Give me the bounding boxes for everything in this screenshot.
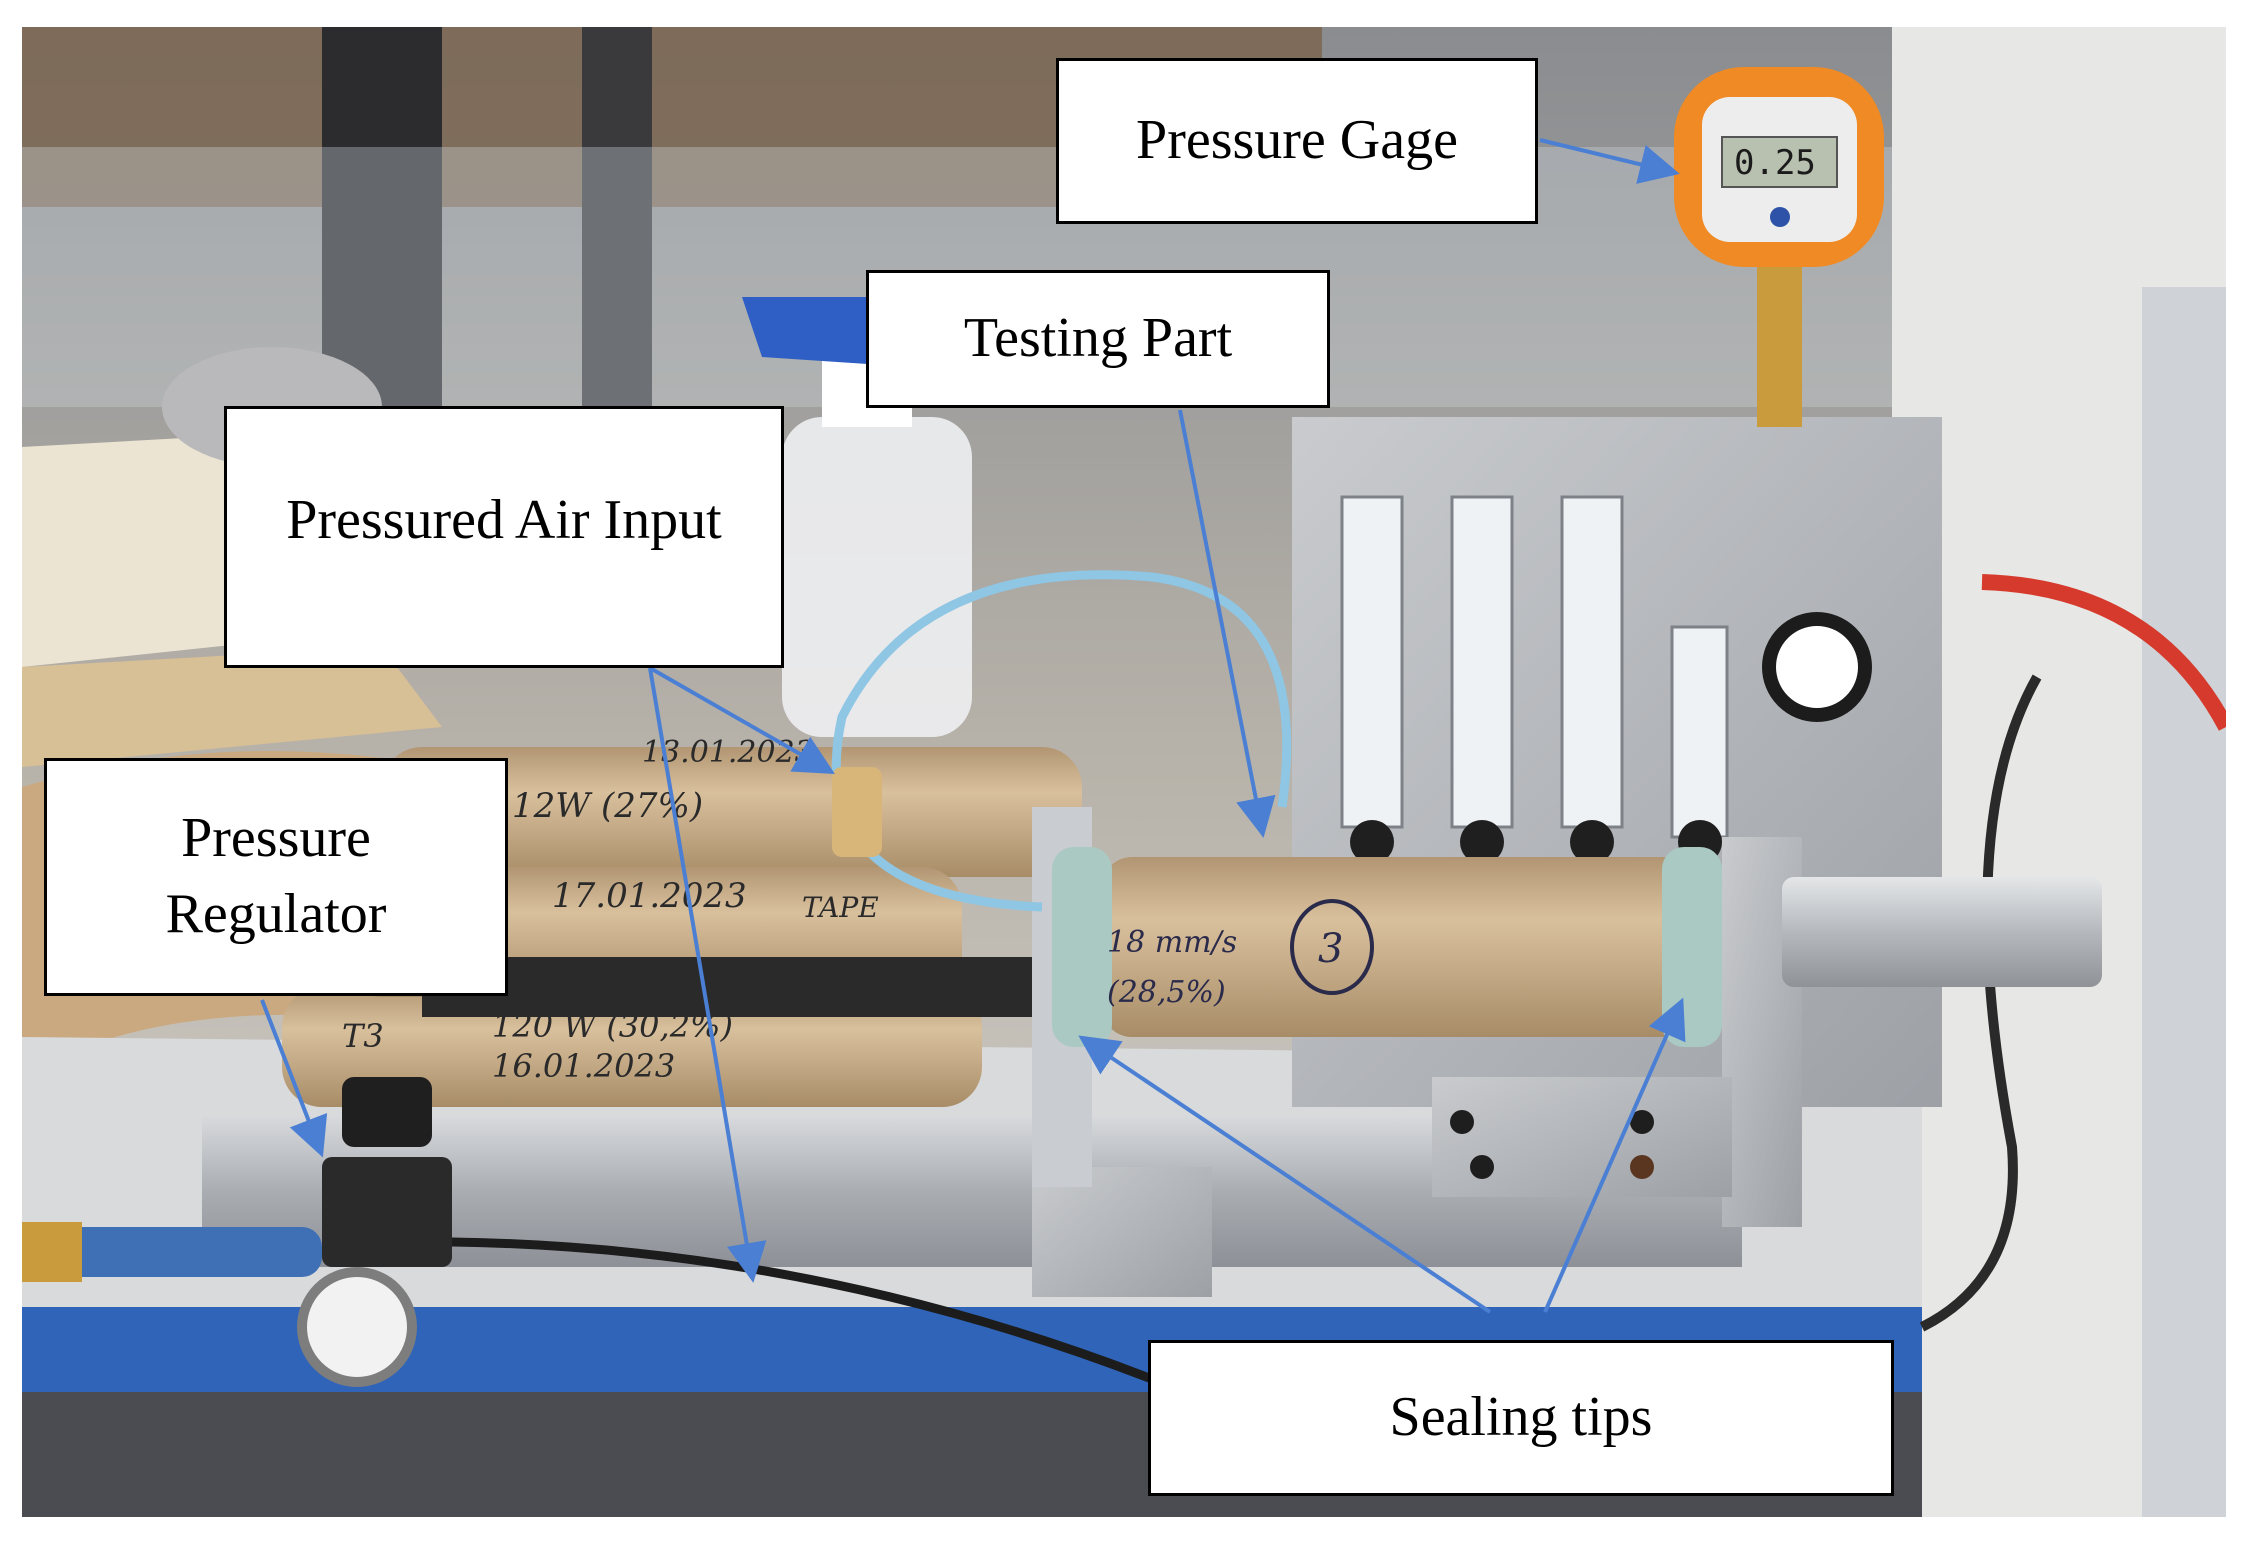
roll-2-note: 120 W (30,2%)	[492, 1007, 733, 1045]
right-base-block	[1432, 1077, 1732, 1197]
label-pressure-regulator-line1: Pressure	[181, 807, 371, 870]
label-pressured-air-input: Pressured Air Input	[224, 406, 784, 668]
actuator-cylinder	[1782, 877, 2102, 987]
regulator-knob	[342, 1077, 432, 1147]
label-sealing-tips: Sealing tips	[1148, 1340, 1894, 1496]
label-sealing-tips-text: Sealing tips	[1389, 1386, 1653, 1449]
gauge-display	[1721, 136, 1838, 188]
roll-1-date: 17.01.2023	[552, 876, 747, 916]
bolt-2	[1470, 1155, 1494, 1179]
label-pressure-gage: Pressure Gage	[1056, 58, 1538, 224]
tube-number-circle	[1290, 899, 1374, 995]
flowmeter-4	[1670, 625, 1729, 839]
tube-note-2: (28,5%)	[1107, 975, 1226, 1010]
red-air-hose	[1981, 574, 2226, 731]
beige-hose	[22, 647, 442, 767]
tube-number: 3	[1318, 926, 1343, 972]
roll-2-id: T3	[342, 1017, 384, 1055]
roll-3-date: 13.01.2023	[642, 735, 814, 770]
panel-dial	[1762, 612, 1872, 722]
label-pressured-air-input-text: Pressured Air Input	[286, 489, 722, 551]
gauge-button	[1770, 207, 1790, 227]
gauge-stem	[1757, 267, 1802, 427]
flowmeter-1	[1340, 495, 1404, 829]
inlet-fitting	[22, 1227, 322, 1277]
flowmeter-2	[1450, 495, 1514, 829]
bolt-1	[1450, 1110, 1474, 1134]
label-pressure-regulator: Pressure Regulator	[44, 758, 508, 996]
knob-1	[1350, 820, 1394, 864]
brass-inlet	[22, 1222, 82, 1282]
flowmeter-3	[1560, 495, 1624, 829]
tube-note-1: 18 mm/s	[1107, 925, 1237, 960]
black-air-line	[451, 1237, 1274, 1432]
roll-2-date: 16.01.2023	[492, 1047, 675, 1085]
tube-fitting	[832, 767, 882, 857]
knob-3	[1570, 820, 1614, 864]
roll-1-note: TAPE	[802, 891, 879, 924]
roll-3-note: 12W (27%)	[512, 786, 703, 826]
testing-tube	[1102, 857, 1722, 1037]
label-pressure-gage-text: Pressure Gage	[1136, 109, 1458, 172]
knob-2	[1460, 820, 1504, 864]
bolt-4	[1630, 1155, 1654, 1179]
black-frame-post-2	[582, 27, 652, 407]
bolt-3	[1630, 1110, 1654, 1134]
label-testing-part-text: Testing Part	[963, 307, 1233, 370]
label-pressure-regulator-line2: Regulator	[165, 883, 387, 945]
sealing-tip-left	[1052, 847, 1112, 1047]
regulator-body	[322, 1157, 452, 1267]
regulator-gauge	[297, 1267, 417, 1387]
gauge-display-value: 0.25	[1734, 143, 1816, 183]
black-cables	[1919, 674, 2042, 1332]
sealing-tip-right	[1662, 847, 1722, 1047]
spray-bottle-body	[782, 417, 972, 737]
cabinet-right-edge	[2142, 287, 2226, 1517]
label-testing-part: Testing Part	[866, 270, 1330, 408]
